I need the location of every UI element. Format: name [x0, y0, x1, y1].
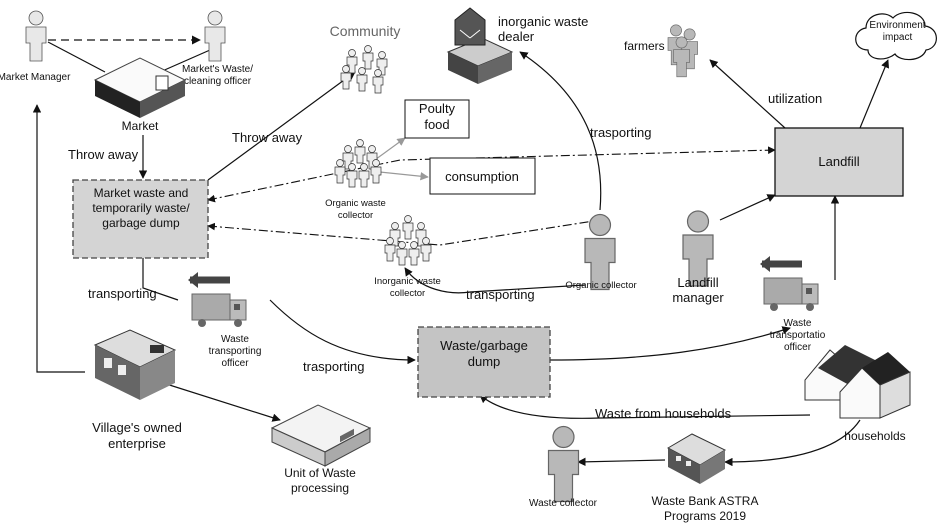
community-label: Community — [330, 23, 401, 39]
landfill-to-impact-edge — [859, 59, 890, 129]
poultry-food-box: Poulty food — [404, 99, 470, 139]
garbage-dump-to-truck-edge — [549, 326, 791, 361]
trasporting-dealer-label: trasporting — [590, 125, 651, 140]
truck-to-garbage-dump-edge — [269, 299, 416, 365]
consumption-label: consumption — [445, 169, 519, 184]
utilization-label: utilization — [768, 91, 822, 106]
manager-to-market-edge — [47, 41, 106, 73]
utilization-edge — [709, 59, 786, 129]
enterprise-to-manager-edge — [32, 104, 85, 373]
waste-garbage-dump-label: Waste/garbage dump — [440, 338, 528, 369]
dump-to-truck-edge — [142, 258, 179, 301]
landfill-box: Landfill — [774, 127, 904, 197]
cloud-icon — [855, 11, 937, 61]
waste-bank-label: Waste Bank ASTRA Programs 2019 — [651, 494, 759, 523]
market-waste-dump-box: Market waste and temporarily waste/ garb… — [72, 179, 209, 259]
households-label: households — [844, 429, 905, 443]
unit-processing: Unit of Waste processing — [270, 404, 372, 495]
cleaning-officer-label: Market's Waste/ cleaning officer — [182, 64, 253, 87]
inorganic-dealer: inorganic waste dealer — [446, 7, 589, 84]
market-waste-dump-label: Market waste and temporarily waste/ garb… — [92, 186, 190, 230]
group-people-icon — [334, 139, 382, 188]
market-manager: Market Manager — [0, 10, 71, 83]
market-stall-icon — [93, 57, 187, 118]
households: households — [804, 345, 911, 443]
transporting-mid-label: transporting — [466, 287, 535, 302]
inorganic-collector-group: Inorganic waste collector — [374, 215, 441, 299]
edges — [32, 35, 890, 467]
building-icon — [666, 433, 727, 484]
market-label: Market — [122, 119, 159, 133]
person-icon — [547, 425, 580, 503]
farmers-label: farmers — [624, 39, 665, 53]
to-poultry-edge — [371, 137, 406, 163]
inorganic-dealer-label: inorganic waste dealer — [498, 14, 589, 44]
unit-processing-label: Unit of Waste processing — [284, 466, 356, 495]
bank-to-collector-edge — [577, 457, 666, 467]
village-enterprise-label: Village's owned enterprise — [92, 420, 182, 451]
waste-from-households-label: Waste from households — [595, 406, 732, 421]
manager-to-landfill-edge — [719, 194, 776, 221]
market: Market — [93, 57, 187, 133]
truck-icon — [188, 272, 246, 327]
village-enterprise: Village's owned enterprise — [92, 329, 182, 451]
trasporting-dealer-edge — [519, 51, 602, 211]
poultry-food-label: Poulty food — [418, 101, 456, 132]
organic-collector-group: Organic waste collector — [325, 139, 386, 221]
landfill-manager: Landfill manager — [672, 210, 724, 305]
waste-bank: Waste Bank ASTRA Programs 2019 — [651, 433, 759, 523]
house-icon — [804, 345, 911, 419]
truck-icon — [760, 256, 818, 311]
transporting-left-label: transporting — [88, 286, 157, 301]
enterprise-to-unit-edge — [159, 381, 281, 422]
environment-impact-label: Environment impact — [869, 20, 926, 43]
farmers: farmers — [624, 24, 698, 78]
trasporting-dump-label: trasporting — [303, 359, 364, 374]
organic-collector-label: Organic collector — [565, 280, 637, 291]
group-people-icon — [667, 24, 698, 78]
person-icon — [204, 10, 226, 62]
transporting-mid-edge — [404, 267, 586, 294]
throw-away-community-label: Throw away — [232, 130, 303, 145]
households-to-dump-edge — [479, 394, 811, 419]
landfill-label: Landfill — [818, 154, 859, 169]
barn-icon — [446, 7, 514, 84]
waste-transportation-officer-label: Waste transportatio officer — [769, 318, 826, 353]
cleaning-officer: Market's Waste/ cleaning officer — [182, 10, 253, 87]
organic-collector: Organic collector — [565, 213, 637, 291]
waste-transporting-officer: Waste transporting officer — [188, 272, 262, 369]
households-to-bank-edge — [724, 419, 861, 467]
person-icon — [25, 10, 47, 62]
throw-away-market-label: Throw away — [68, 147, 139, 162]
group-people-icon — [340, 45, 388, 94]
inorganic-to-dump-dashdot — [207, 219, 601, 246]
community: Community — [330, 23, 401, 94]
dump-to-landfill-dashdot — [207, 146, 776, 203]
officer-to-market-edge — [159, 49, 211, 73]
organic-collector-group-label: Organic waste collector — [325, 198, 386, 221]
environment-impact: Environment impact — [855, 11, 937, 61]
processing-unit-icon — [270, 404, 372, 467]
waste-collector: Waste collector — [529, 425, 597, 509]
person-icon — [584, 213, 616, 291]
inorganic-collector-group-label: Inorganic waste collector — [374, 276, 441, 299]
to-consumption-edge — [379, 171, 429, 181]
market-manager-label: Market Manager — [0, 72, 71, 83]
waste-garbage-dump-box: Waste/garbage dump — [417, 326, 551, 398]
waste-transportation-officer: Waste transportatio officer — [755, 256, 826, 353]
landfill-manager-label: Landfill manager — [672, 275, 724, 305]
building-icon — [93, 329, 177, 400]
waste-transporting-officer-label: Waste transporting officer — [208, 334, 262, 369]
waste-collector-label: Waste collector — [529, 498, 597, 509]
consumption-box: consumption — [429, 157, 536, 195]
